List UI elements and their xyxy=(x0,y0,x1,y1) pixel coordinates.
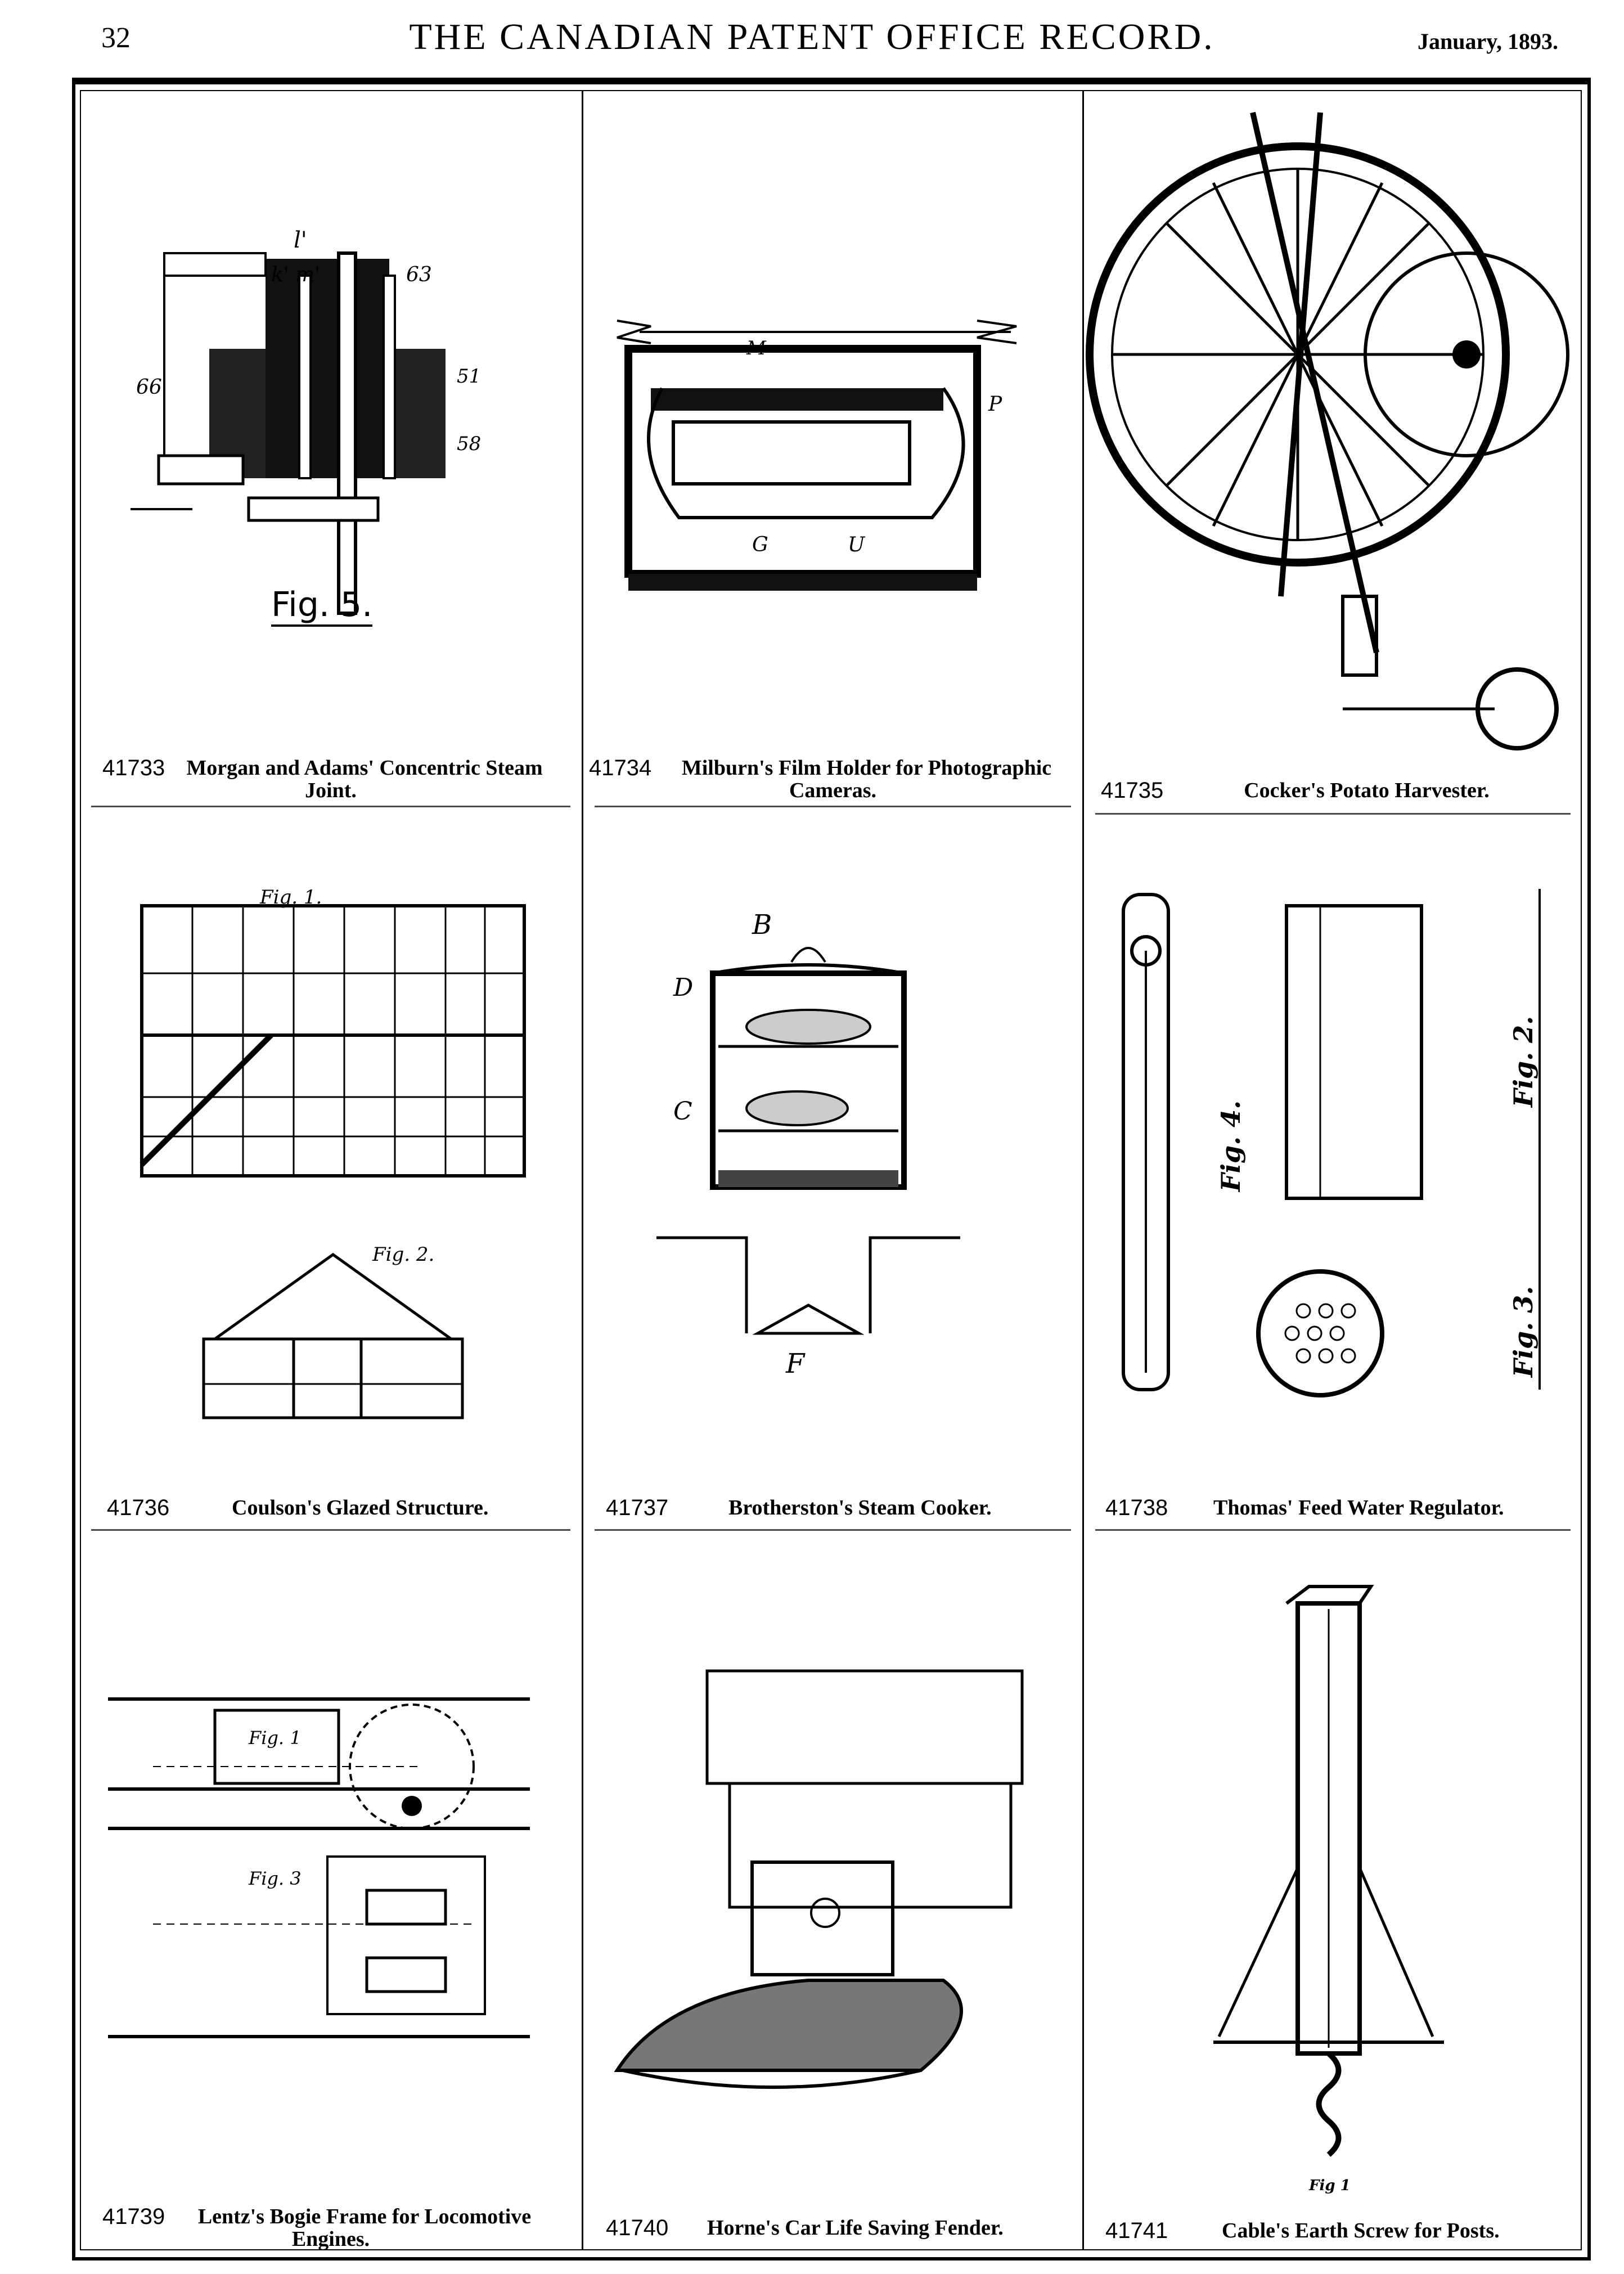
svg-text:B: B xyxy=(752,909,772,941)
patent-number: 41741 xyxy=(1105,2218,1168,2243)
figure-label: Fig. 2. xyxy=(1508,1015,1539,1108)
issue-date: January, 1893. xyxy=(1418,29,1559,54)
svg-text:58: 58 xyxy=(457,433,481,455)
patent-title: Coulson's Glazed Structure. xyxy=(232,1496,489,1520)
divider xyxy=(595,1529,1071,1531)
potato-harvester-drawing xyxy=(1086,111,1569,750)
patent-caption: 41734 Milburn's Film Holder for Photograp… xyxy=(583,757,1082,802)
figure-label: Fig. 3 xyxy=(249,1868,302,1889)
svg-text:63: 63 xyxy=(406,263,432,286)
divider xyxy=(91,806,570,807)
patent-cell-41733: l' k' m' 63 66 51 58 Fig. 5. 41733 Morgan an… xyxy=(80,90,582,810)
svg-text:C: C xyxy=(673,1097,692,1126)
patent-title-line2: Engines. xyxy=(291,2227,370,2251)
inner-frame xyxy=(80,90,1582,2250)
figure-label: Fig. 1. xyxy=(260,886,322,909)
film-holder-drawing: M P G U xyxy=(617,320,1017,591)
svg-text:51: 51 xyxy=(457,365,481,388)
earth-screw-drawing xyxy=(1213,1585,1444,2157)
figure-label: Fig. 1 xyxy=(249,1727,302,1749)
patent-cell-41741: Fig 1 41741 Cable's Earth Screw for Posts… xyxy=(1084,1530,1582,2250)
column-divider xyxy=(582,90,583,2250)
figure-label: Fig. 5. xyxy=(271,585,373,627)
patent-number: 41739 xyxy=(102,2204,165,2229)
divider xyxy=(1095,813,1571,815)
patent-number: 41734 xyxy=(589,756,652,780)
figure-label: Fig 1 xyxy=(1309,2177,1351,2194)
steam-cooker-drawing: B D C F xyxy=(656,909,960,1379)
patent-title: Cocker's Potato Harvester. xyxy=(1244,779,1490,802)
feed-water-regulator-drawing xyxy=(1122,889,1541,1397)
patent-title: Milburn's Film Holder for Photographic xyxy=(681,756,1052,780)
svg-text:k' m': k' m' xyxy=(271,263,320,286)
svg-text:P: P xyxy=(988,393,1002,416)
svg-text:U: U xyxy=(848,533,866,556)
page-frame xyxy=(72,78,1591,2260)
divider xyxy=(595,806,1071,807)
divider xyxy=(91,1529,570,1531)
column-divider xyxy=(1082,90,1084,2250)
patent-cell-41737: B D C F 41737 Brotherston's Steam Cooker. xyxy=(583,810,1082,1531)
patent-cell-41735: 41735 Cocker's Potato Harvester. xyxy=(1084,90,1582,815)
patent-title: Brotherston's Steam Cooker. xyxy=(728,1496,992,1520)
patent-number: 41736 xyxy=(107,1495,170,1520)
steam-joint-drawing: l' k' m' 63 66 51 58 xyxy=(131,227,481,615)
patent-title: Morgan and Adams' Concentric Steam xyxy=(186,756,543,780)
patent-caption: 41735 Cocker's Potato Harvester. xyxy=(1084,779,1582,802)
car-fender-drawing xyxy=(614,1669,1024,2089)
patent-number: 41733 xyxy=(102,756,165,780)
svg-text:F: F xyxy=(785,1348,806,1379)
svg-text:G: G xyxy=(752,533,768,556)
patent-title-line2: Joint. xyxy=(305,779,357,802)
patent-cell-41738: Fig. 4. Fig. 2. Fig. 3. 41738 Thomas' Fee… xyxy=(1084,810,1582,1531)
patent-title: Thomas' Feed Water Regulator. xyxy=(1213,1496,1504,1520)
divider xyxy=(1095,1529,1571,1531)
svg-text:D: D xyxy=(673,973,693,1002)
patent-title-line2: Cameras. xyxy=(789,779,877,802)
figure-label: Fig. 4. xyxy=(1216,1100,1247,1192)
patent-cell-41734: M P G U 41734 Milburn's Film Holder for Pho… xyxy=(583,90,1082,810)
bogie-frame-drawing xyxy=(108,1697,530,2038)
svg-text:M: M xyxy=(746,337,767,359)
patent-title: Horne's Car Life Saving Fender. xyxy=(707,2216,1004,2240)
page-number: 32 xyxy=(101,22,131,54)
patent-cell-41736: Fig. 1. Fig. 2. 41736 Coulson's Glazed St… xyxy=(80,810,582,1531)
figure-label: Fig. 2. xyxy=(372,1243,435,1266)
glazed-structure-drawing xyxy=(140,904,526,1419)
patent-title: Cable's Earth Screw for Posts. xyxy=(1222,2219,1500,2242)
patent-number: 41737 xyxy=(606,1495,669,1520)
figure-label: Fig. 3. xyxy=(1508,1286,1539,1378)
patent-number: 41738 xyxy=(1105,1495,1168,1520)
patent-cell-41740: 41740 Horne's Car Life Saving Fender. xyxy=(583,1530,1082,2250)
patent-number: 41740 xyxy=(606,2215,669,2240)
svg-text:l': l' xyxy=(294,227,307,253)
patent-title: Lentz's Bogie Frame for Locomotive xyxy=(197,2205,532,2228)
patent-number: 41735 xyxy=(1101,778,1164,803)
publication-title: THE CANADIAN PATENT OFFICE RECORD. xyxy=(409,16,1215,57)
patent-cell-41739: Fig. 1 Fig. 3 41739 Lentz's Bogie Frame f… xyxy=(80,1530,582,2250)
svg-text:66: 66 xyxy=(136,376,162,399)
